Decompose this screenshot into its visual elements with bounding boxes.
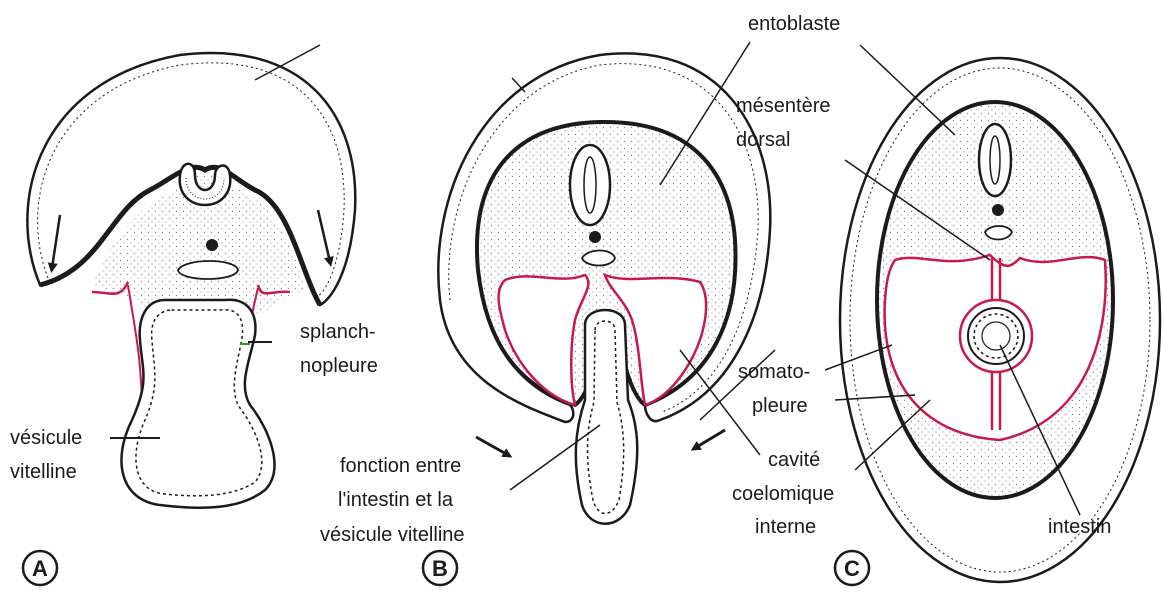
notochord-b: [589, 231, 601, 243]
label-fonction-3: vésicule vitelline: [320, 524, 465, 546]
panel-marker-a: A: [23, 551, 57, 585]
label-intestin: intestin: [1048, 516, 1111, 538]
aorta-a: [178, 261, 238, 279]
panel-marker-b: B: [423, 551, 457, 585]
label-somato: somato-: [738, 361, 810, 383]
label-nopleure: nopleure: [300, 355, 378, 377]
svg-text:A: A: [32, 556, 48, 581]
aorta-b: [582, 251, 615, 266]
label-vitelline: vitelline: [10, 461, 77, 483]
label-cavite: cavité: [768, 449, 820, 471]
label-fonction-1: fonction entre: [340, 455, 461, 477]
label-interne: interne: [755, 516, 816, 538]
label-coelomique: coelomique: [732, 483, 834, 505]
label-pleure: pleure: [752, 395, 808, 417]
panel-b: [438, 42, 775, 524]
yolk-sac-a: [121, 300, 274, 508]
label-vesicule: vésicule: [10, 427, 82, 449]
panel-c: [825, 45, 1160, 582]
panel-markers: A B C: [23, 551, 869, 585]
label-splanch: splanch-: [300, 321, 376, 343]
label-dorsal: dorsal: [736, 129, 790, 151]
notochord-c: [992, 204, 1004, 216]
panel-marker-c: C: [835, 551, 869, 585]
label-entoblaste: entoblaste: [748, 13, 840, 35]
label-fonction-2: l'intestin et la: [338, 489, 454, 511]
aorta-c: [985, 226, 1012, 240]
notochord-a: [206, 239, 218, 251]
svg-text:C: C: [844, 556, 860, 581]
svg-text:B: B: [432, 556, 448, 581]
label-mesentere: mésentère: [736, 95, 831, 117]
